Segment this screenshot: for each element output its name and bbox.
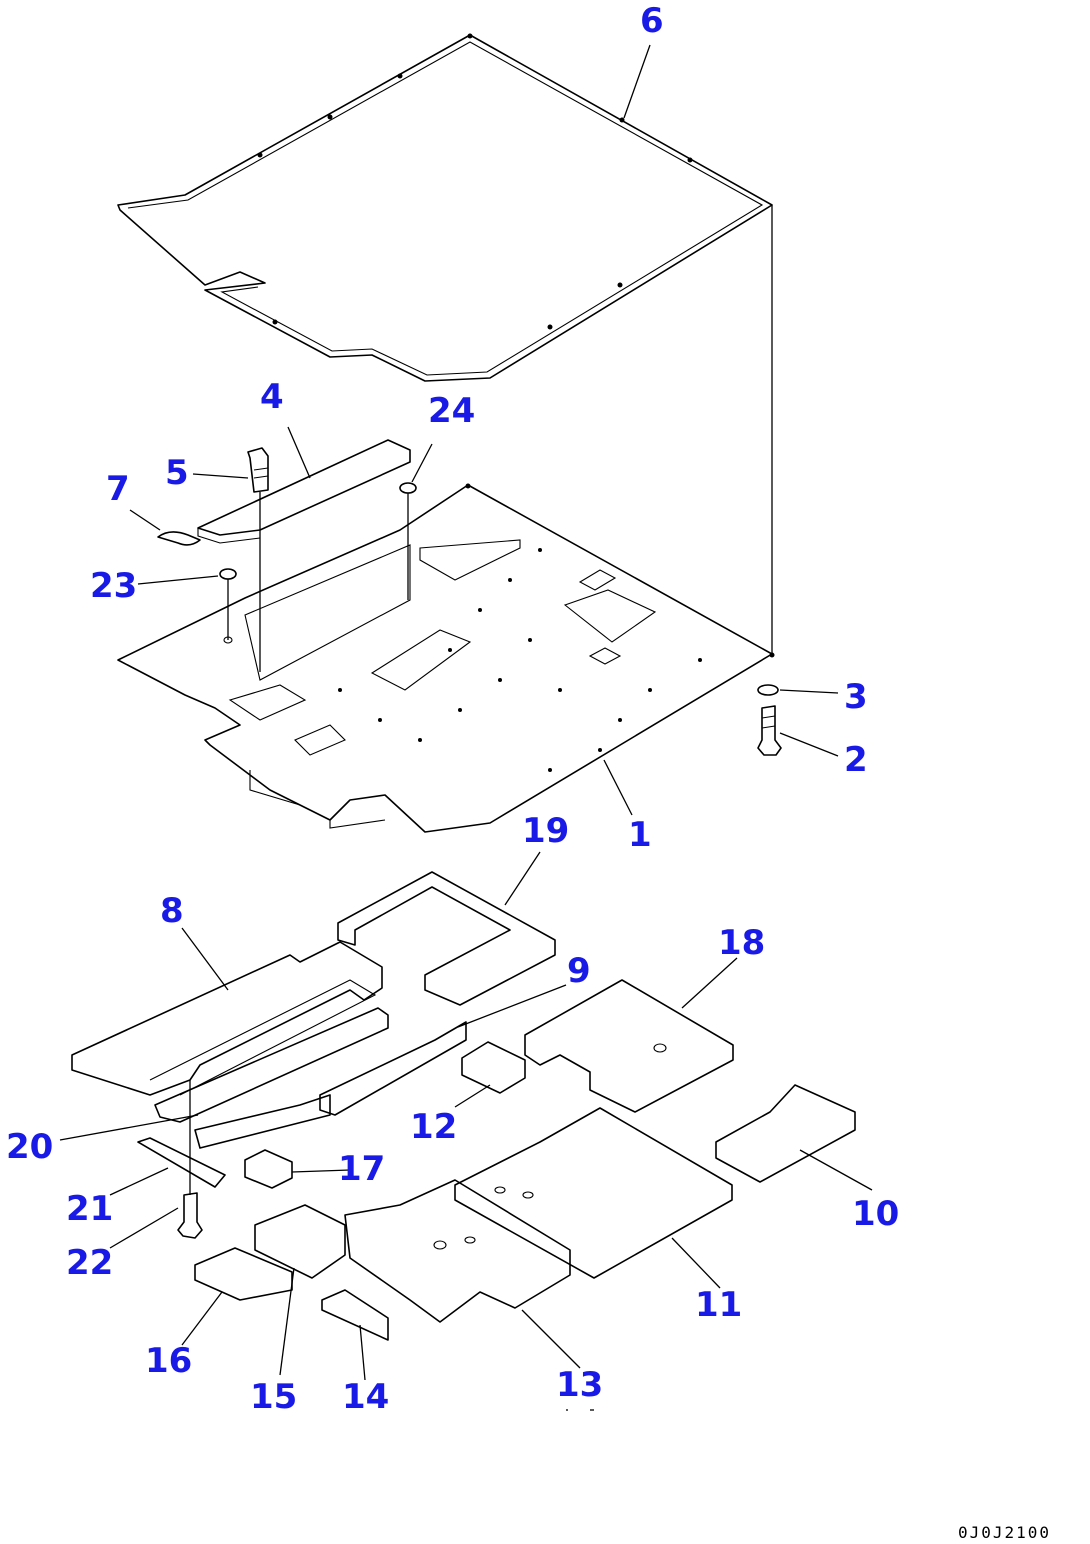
callout-9: 9	[567, 951, 591, 991]
part-6-floor-mat	[117, 33, 773, 382]
part-21-bracket	[137, 1137, 226, 1188]
callout-2: 2	[844, 740, 868, 780]
drawing-code: 0J0J2100	[958, 1523, 1051, 1542]
callout-23: 23	[90, 566, 137, 606]
part-23-plug	[219, 568, 237, 644]
callout-8: 8	[160, 891, 184, 931]
callout-24: 24	[428, 391, 475, 431]
part-11-mat	[454, 1107, 733, 1279]
part-12-block	[461, 1041, 526, 1094]
callout-13: 13	[556, 1365, 603, 1405]
callout-17: 17	[338, 1149, 385, 1189]
part-8-pad	[71, 941, 383, 1096]
callout-7: 7	[106, 469, 130, 509]
part-5-bolt	[247, 447, 269, 672]
callout-12: 12	[410, 1107, 457, 1147]
part-2-bolt	[757, 705, 782, 756]
callout-10: 10	[852, 1194, 899, 1234]
callout-20: 20	[6, 1127, 53, 1167]
part-14-strip	[321, 1289, 389, 1341]
callout-18: 18	[718, 923, 765, 963]
part-9-pad	[194, 1021, 467, 1149]
part-24-plug	[399, 482, 417, 600]
callout-labels: 6 4 24 5 7 23 3 2 1 19 8 18 9 12 20 17 2…	[6, 1, 899, 1417]
part-16-block	[194, 1247, 293, 1301]
callout-16: 16	[145, 1341, 192, 1381]
part-19-pad	[337, 871, 556, 1006]
part-20-pad	[154, 1007, 389, 1123]
part-18-mat	[524, 979, 734, 1113]
callout-21: 21	[66, 1189, 113, 1229]
part-15-block	[254, 1204, 346, 1279]
callout-15: 15	[250, 1377, 297, 1417]
callout-3: 3	[844, 677, 868, 717]
callout-1: 1	[628, 815, 652, 855]
part-1-floor-plate	[117, 483, 775, 833]
callout-14: 14	[342, 1377, 389, 1417]
callout-22: 22	[66, 1243, 113, 1283]
part-17-block	[244, 1149, 293, 1189]
part-10-mat	[715, 1084, 856, 1183]
callout-5: 5	[165, 453, 189, 493]
callout-11: 11	[695, 1285, 742, 1325]
part-22-bolt	[177, 1080, 203, 1239]
part-4-plate	[197, 439, 411, 544]
callout-6: 6	[640, 1, 664, 41]
part-13-mat	[344, 1179, 571, 1323]
part-7-clip	[157, 531, 201, 546]
callout-4: 4	[260, 377, 284, 417]
leader-lines	[59, 44, 873, 1411]
callout-19: 19	[522, 811, 569, 851]
part-3-washer	[757, 684, 779, 696]
